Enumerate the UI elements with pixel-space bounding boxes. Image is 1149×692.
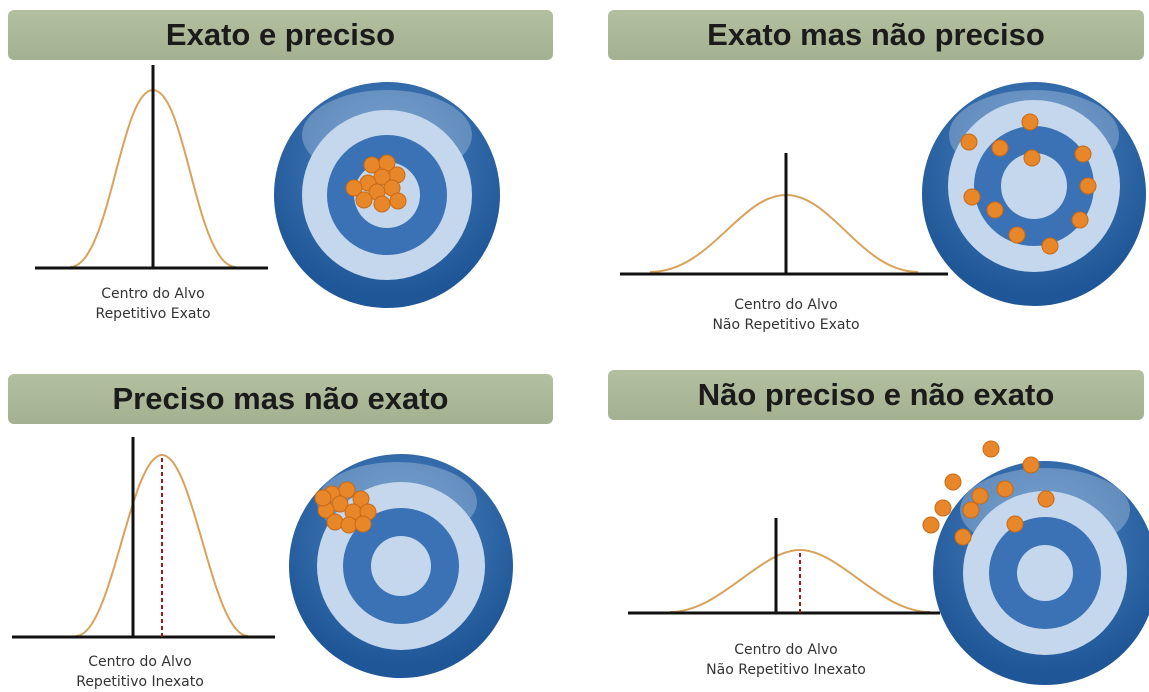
caption-precise-not-accurate: Centro do Alvo Repetitivo Inexato	[40, 652, 240, 692]
panel-title-accurate-precise: Exato e preciso	[8, 10, 553, 60]
distribution-curve	[669, 548, 931, 613]
caption-accurate-precise: Centro do Alvo Repetitivo Exato	[53, 284, 253, 324]
distribution-curve	[75, 453, 249, 637]
distribution-chart-accurate-not-precise	[620, 153, 948, 276]
caption-line-1: Centro do Alvo	[88, 654, 192, 670]
distribution-chart-precise-not-accurate	[12, 437, 275, 639]
distribution-chart-accurate-precise	[35, 65, 268, 270]
panel-title-precise-not-accurate: Preciso mas não exato	[8, 374, 553, 424]
caption-line-2: Repetitivo Inexato	[76, 674, 204, 690]
target-accurate-not-precise	[922, 82, 1146, 306]
panel-title-accurate-not-precise: Exato mas não preciso	[608, 10, 1144, 60]
hit-cluster	[345, 154, 407, 213]
caption-line-1: Centro do Alvo	[734, 297, 838, 313]
caption-line-2: Repetitivo Exato	[95, 306, 211, 322]
caption-line-1: Centro do Alvo	[734, 642, 838, 658]
target-accurate-precise	[274, 82, 500, 308]
hit-cluster	[314, 481, 377, 534]
caption-line-2: Não Repetitivo Inexato	[706, 662, 866, 678]
target-not-precise-not-accurate	[933, 461, 1149, 685]
caption-accurate-not-precise: Centro do Alvo Não Repetitivo Exato	[681, 295, 891, 335]
hit-scatter	[960, 113, 1097, 255]
caption-not-precise-not-accurate: Centro do Alvo Não Repetitivo Inexato	[686, 640, 886, 680]
target-precise-not-accurate	[289, 454, 513, 678]
caption-line-2: Não Repetitivo Exato	[712, 317, 860, 333]
caption-line-1: Centro do Alvo	[101, 286, 205, 302]
panel-title-not-precise-not-accurate: Não preciso e não exato	[608, 370, 1144, 420]
